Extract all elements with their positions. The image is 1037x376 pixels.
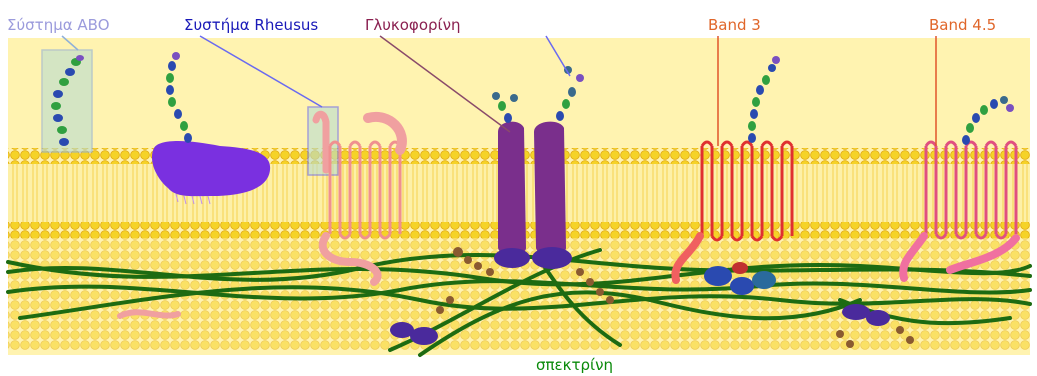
label-glycophorin: Γλυκοφορίνη xyxy=(365,16,461,34)
label-band45: Band 4.5 xyxy=(929,16,996,34)
abo-antigen xyxy=(42,50,92,152)
label-abo-system: Σύστημα ABO xyxy=(7,16,110,34)
label-spectrin: σπεκτρίνη xyxy=(536,356,613,374)
label-band3: Band 3 xyxy=(708,16,761,34)
label-rhesus-system: Συστήμα Rheusus xyxy=(184,16,318,34)
